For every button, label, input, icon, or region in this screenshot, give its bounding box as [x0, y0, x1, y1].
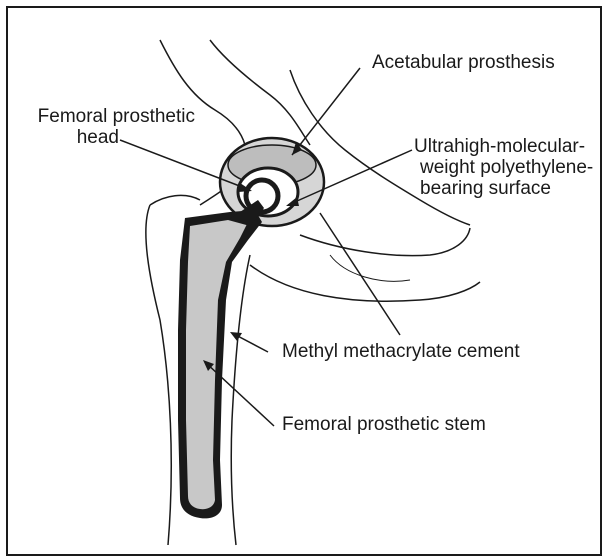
leader-cup-cement: [320, 213, 400, 335]
label-bearing-line2: weight polyethylene-: [420, 157, 593, 178]
greater-trochanter: [150, 195, 200, 205]
obturator-outline: [330, 255, 410, 281]
label-femoral-head-line1: Femoral prosthetic: [20, 106, 195, 127]
label-femoral-head-line2: head: [20, 127, 119, 148]
label-femoral-prosthetic-stem: Femoral prosthetic stem: [282, 414, 486, 435]
ischium-outline: [300, 228, 470, 256]
label-acetabular-prosthesis: Acetabular prosthesis: [372, 52, 555, 73]
label-methyl-methacrylate-cement: Methyl methacrylate cement: [282, 341, 520, 362]
leader-acetabular: [292, 68, 360, 155]
pubic-outline: [250, 265, 480, 301]
label-bearing-line1: Ultrahigh-molecular-: [414, 136, 585, 157]
ilium-outline: [210, 40, 310, 145]
label-bearing-line3: bearing surface: [420, 178, 551, 199]
femur-outline: [146, 205, 171, 545]
femur-outline-medial: [231, 255, 250, 545]
